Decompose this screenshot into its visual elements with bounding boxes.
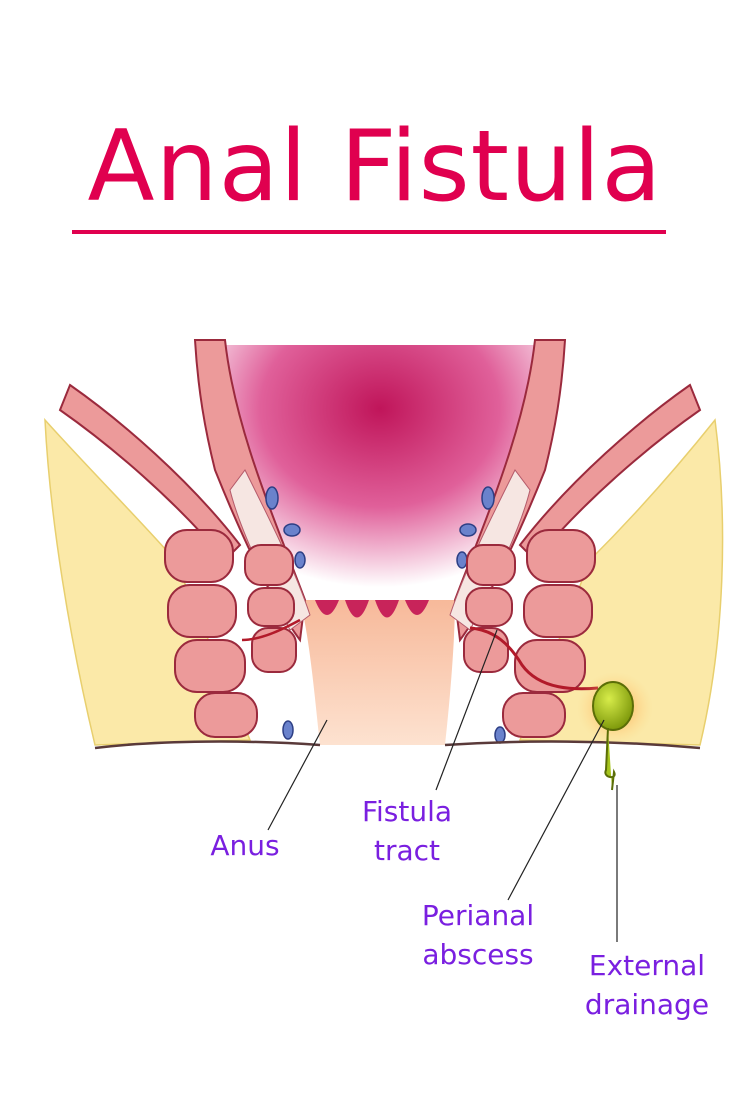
left-external-sphincter (164, 529, 258, 738)
perianal-abscess-mass (592, 681, 634, 731)
anal-columns (315, 600, 429, 618)
label-fistula-tract-line1: Fistula (361, 795, 453, 828)
label-fistula-tract-line2: tract (373, 834, 441, 867)
label-external-drainage: External drainage (570, 946, 724, 1024)
label-leader-lines (267, 629, 618, 942)
label-external-drainage-line2: drainage (584, 988, 710, 1021)
right-external-sphincter (502, 529, 596, 738)
right-internal-sphincter (463, 544, 516, 673)
title-underline (72, 230, 666, 234)
external-drainage-opening (604, 727, 616, 791)
label-perianal-abscess-line2: abscess (422, 938, 534, 971)
left-internal-sphincter (244, 544, 297, 673)
page-title: Anal Fistula (87, 110, 663, 224)
rectal-lumen (225, 345, 535, 600)
label-perianal-abscess: Perianal abscess (405, 896, 551, 974)
fistula-tract-path (469, 626, 599, 691)
label-external-drainage-line1: External (588, 949, 706, 982)
left-crypt-vessel (241, 618, 301, 642)
label-anus-text: Anus (210, 829, 280, 862)
label-fistula-tract: Fistula tract (345, 792, 469, 870)
perianal-skin-line (94, 740, 701, 750)
anal-canal (300, 600, 455, 745)
label-anus: Anus (198, 826, 292, 865)
label-perianal-abscess-line1: Perianal (421, 899, 535, 932)
